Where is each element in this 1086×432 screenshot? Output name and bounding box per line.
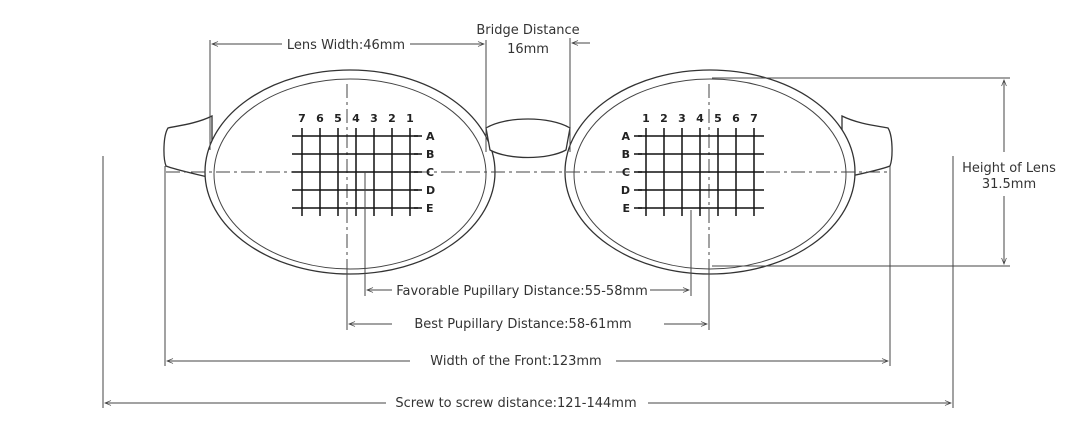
screw-distance-dimension: Screw to screw distance:121-144mm xyxy=(102,156,954,411)
lens-height-title: Height of Lens xyxy=(962,161,1056,176)
screw-distance-label: Screw to screw distance:121-144mm xyxy=(395,396,636,411)
best-pd-dimension: Best Pupillary Distance:58-61mm xyxy=(346,272,710,332)
left-col-label: 4 xyxy=(352,112,360,125)
left-hinge xyxy=(163,114,213,179)
best-pd-label: Best Pupillary Distance:58-61mm xyxy=(414,317,631,332)
left-col-label: 2 xyxy=(388,112,396,125)
left-col-label: 7 xyxy=(298,112,306,125)
right-col-label: 5 xyxy=(714,112,722,125)
right-row-label: D xyxy=(621,184,630,197)
lens-height-value: 31.5mm xyxy=(982,177,1036,192)
left-lens xyxy=(213,78,487,270)
favorable-pd-dimension: Favorable Pupillary Distance:55-58mm xyxy=(364,172,692,299)
right-col-label: 2 xyxy=(660,112,668,125)
front-width-label: Width of the Front:123mm xyxy=(430,354,601,369)
right-col-label: 1 xyxy=(642,112,650,125)
lens-width-label: Lens Width:46mm xyxy=(287,38,405,53)
favorable-pd-label: Favorable Pupillary Distance:55-58mm xyxy=(396,284,648,299)
left-col-label: 6 xyxy=(316,112,324,125)
right-col-label: 6 xyxy=(732,112,740,125)
lens-width-dimension: Lens Width:46mm xyxy=(209,38,487,152)
bridge xyxy=(485,118,571,159)
right-pd-grid: 1 2 3 4 5 6 7 A B C D E xyxy=(621,112,764,216)
front-width-dimension: Width of the Front:123mm xyxy=(164,166,891,369)
right-grid-row-ticks xyxy=(634,135,642,209)
left-row-label: D xyxy=(426,184,435,197)
right-col-label: 7 xyxy=(750,112,758,125)
left-col-label: 3 xyxy=(370,112,378,125)
left-col-label: 1 xyxy=(406,112,414,125)
left-row-label: A xyxy=(426,130,435,143)
left-pd-grid: 7 6 5 4 3 2 1 A B C D E xyxy=(292,112,435,216)
right-row-label: C xyxy=(622,166,630,179)
right-row-label: E xyxy=(622,202,630,215)
lens-height-dimension: Height of Lens 31.5mm xyxy=(712,77,1056,267)
bridge-distance-title: Bridge Distance xyxy=(476,23,579,38)
right-col-label: 4 xyxy=(696,112,704,125)
right-col-label: 3 xyxy=(678,112,686,125)
right-row-label: B xyxy=(622,148,630,161)
left-row-label: E xyxy=(426,202,434,215)
left-col-label: 5 xyxy=(334,112,342,125)
right-grid-horizontal-lines xyxy=(638,135,764,209)
left-grid-row-ticks xyxy=(414,135,422,209)
left-row-label: B xyxy=(426,148,434,161)
right-lens xyxy=(573,78,847,270)
right-row-label: A xyxy=(621,130,630,143)
bridge-distance-value: 16mm xyxy=(507,42,549,57)
left-grid-horizontal-lines xyxy=(292,135,418,209)
left-row-label: C xyxy=(426,166,434,179)
bridge-distance-dimension: Bridge Distance 16mm xyxy=(476,23,590,152)
